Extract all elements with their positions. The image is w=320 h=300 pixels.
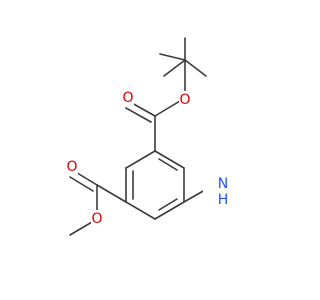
bond-tbutyl-center-right [184, 59, 207, 77]
bond-lower-ester-to-ring [96, 184, 127, 203]
bond-tbutyl-center-upper-left [159, 53, 186, 61]
bond-lower-ester-carbonyl-2 [69, 176, 94, 192]
atom-label-nitrogen: N [218, 176, 228, 192]
ring-bond-4 [125, 201, 156, 220]
atom-label-oxygen-upper-carbonyl: O [122, 90, 133, 106]
bond-upper-ester-carbonyl-2 [125, 107, 152, 123]
chemical-structure: O O O O N H [65, 37, 233, 236]
bond-tbutyl-center-left [163, 59, 186, 77]
bond-upper-ester-carbonyl-1 [129, 101, 156, 117]
atom-label-oxygen-lower-carbonyl: O [66, 159, 77, 175]
ring-bond-1 [154, 150, 185, 169]
atom-label-oxygen-upper-ester: O [179, 92, 190, 108]
label-background-upper-ester [179, 91, 192, 108]
label-background-upper-carbonyl [121, 89, 134, 106]
molecule-diagram: O O O O N H [65, 37, 233, 236]
ring-inner-bond-1 [158, 158, 178, 171]
atom-label-oxygen-lower-ester: O [91, 211, 102, 227]
ring-inner-bond-2 [158, 198, 178, 211]
label-background-amine [203, 177, 233, 205]
label-background-lower-carbonyl [65, 158, 78, 175]
atom-label-amine-hydrogens: H [218, 192, 229, 208]
ring-bond-6 [125, 150, 156, 169]
label-background-lower-ester [91, 210, 104, 227]
ring-bond-3 [154, 201, 185, 220]
